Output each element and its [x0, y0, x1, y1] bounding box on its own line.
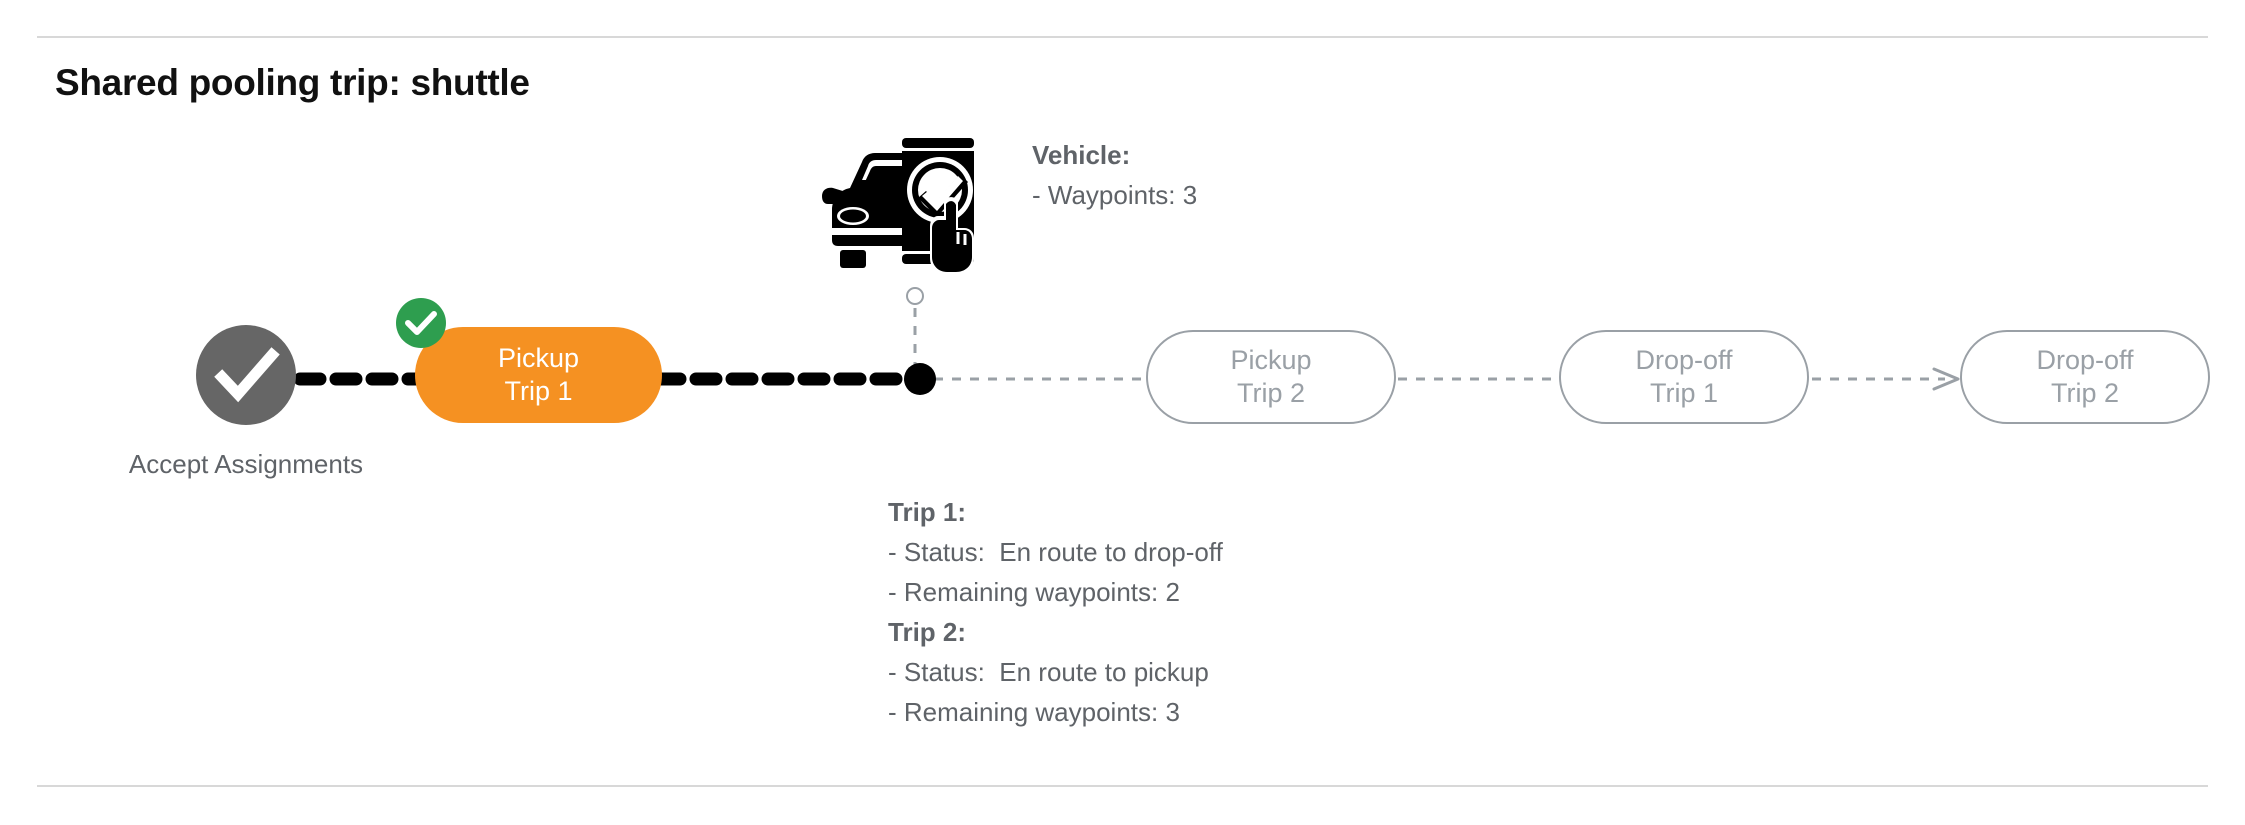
- trips-info: Trip 1: - Status: En route to drop-off -…: [888, 492, 1223, 732]
- vehicle-info-heading: Vehicle:: [1032, 135, 1197, 175]
- green-check-badge-icon: [396, 298, 446, 348]
- node-dropoff-trip-1-line1: Drop-off: [1635, 345, 1733, 375]
- trip-1-status-label: - Status:: [888, 537, 985, 567]
- node-dropoff-trip-2-line2: Trip 2: [2050, 378, 2119, 408]
- arrowhead-icon: [1932, 367, 1960, 391]
- accept-label-line1: Accept: [128, 449, 209, 479]
- trip-1-heading-text: Trip 1: [888, 497, 958, 527]
- trip-2-heading: Trip 2:: [888, 612, 1223, 652]
- trip-1-heading-colon: :: [957, 497, 967, 527]
- accept-assignments-label: Accept Assignments: [96, 444, 396, 484]
- node-pickup-trip-1-line1: Pickup: [497, 343, 580, 373]
- node-accept-assignments[interactable]: [196, 325, 296, 425]
- node-dropoff-trip-1[interactable]: Drop-off Trip 1: [1559, 330, 1809, 424]
- accept-label-line2: Assignments: [214, 449, 364, 479]
- trip-2-remaining-row: - Remaining waypoints: 3: [888, 697, 1180, 727]
- node-pickup-trip-2[interactable]: Pickup Trip 2: [1146, 330, 1396, 424]
- trip-2-status-row: - Status: En route to pickup: [888, 652, 1223, 692]
- accept-circle: [196, 325, 296, 425]
- vehicle-info: Vehicle: - Waypoints: 3: [1032, 135, 1197, 215]
- trip-2-status-label: - Status:: [888, 657, 985, 687]
- page-title: Shared pooling trip: shuttle: [55, 62, 530, 103]
- trip-2-heading-text: Trip 2: [888, 617, 958, 647]
- node-pickup-trip-1[interactable]: Pickup Trip 1: [415, 327, 662, 423]
- trip-2-status-value: En route to pickup: [999, 657, 1209, 687]
- trip-1-status-value: En route to drop-off: [999, 537, 1223, 567]
- node-pickup-trip-1-line2: Trip 1: [504, 376, 573, 406]
- node-pickup-trip-2-line2: Trip 2: [1236, 378, 1305, 408]
- trip-1-heading: Trip 1:: [888, 492, 1223, 532]
- car-phone-checkmark-icon: [818, 118, 998, 278]
- trip-1-status-row: - Status: En route to drop-off: [888, 532, 1223, 572]
- node-dropoff-trip-2[interactable]: Drop-off Trip 2: [1960, 330, 2210, 424]
- node-dropoff-trip-1-line2: Trip 1: [1649, 378, 1718, 408]
- node-dropoff-trip-2-line1: Drop-off: [2036, 345, 2134, 375]
- divider-top: [37, 36, 2208, 38]
- vehicle-waypoints-row: - Waypoints: 3: [1032, 180, 1198, 210]
- vehicle-heading-colon: :: [1121, 140, 1131, 170]
- check-circle-icon: [214, 347, 280, 403]
- vehicle-position-marker: [904, 363, 936, 395]
- node-pickup-trip-2-line1: Pickup: [1230, 345, 1312, 375]
- divider-bottom: [37, 785, 2208, 787]
- vehicle-heading-text: Vehicle: [1032, 140, 1122, 170]
- trip-1-remaining-row: - Remaining waypoints: 2: [888, 577, 1180, 607]
- vehicle-stem-circle-icon: [906, 287, 924, 305]
- trip-2-heading-colon: :: [957, 617, 967, 647]
